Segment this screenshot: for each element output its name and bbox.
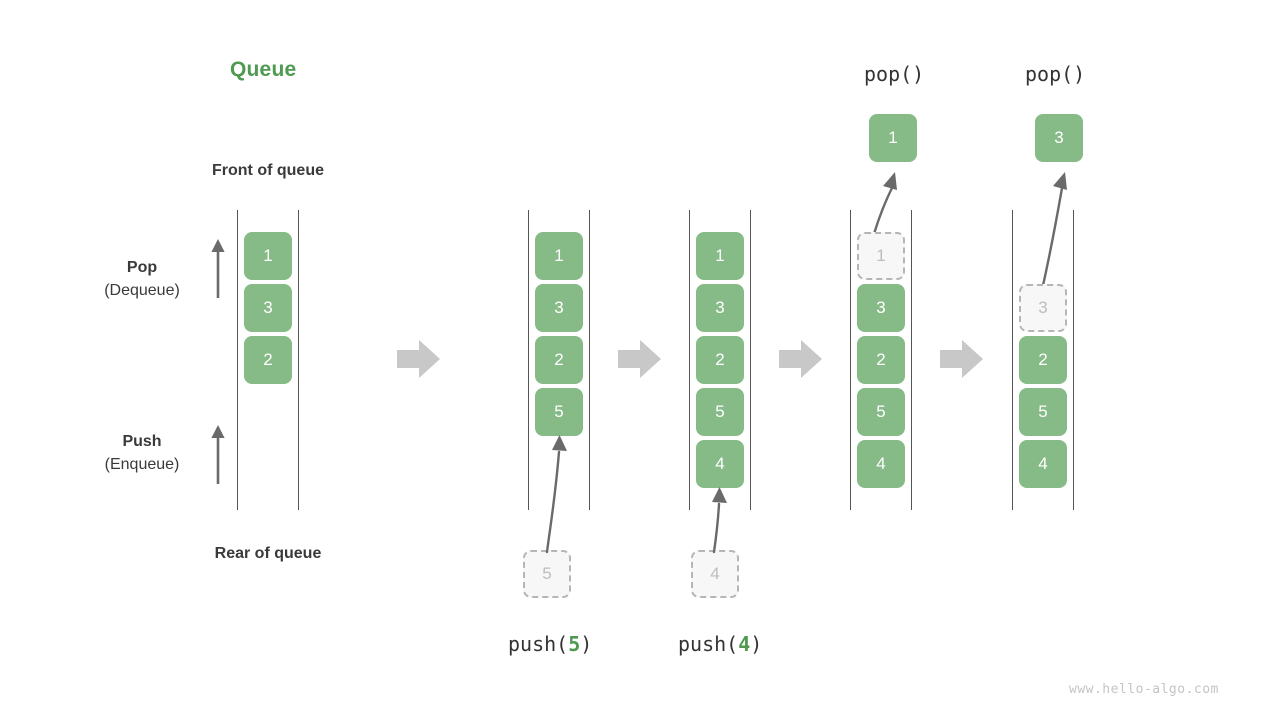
stage-pop-3-rail-left — [1012, 210, 1013, 510]
push-5-caption: push(5) — [508, 632, 592, 656]
stage-pop-1-cell-4: 4 — [857, 440, 905, 488]
stage-push-4-cell-3: 5 — [696, 388, 744, 436]
push-direction-arrow-icon — [211, 425, 225, 484]
stage-pop-1-cell-3: 5 — [857, 388, 905, 436]
push-5-caption-name: push — [508, 632, 557, 656]
stage-push-4-rail-left — [689, 210, 690, 510]
stage-push-4-cell-2: 2 — [696, 336, 744, 384]
front-of-queue-label: Front of queue — [212, 162, 324, 179]
push-label: Push (Enqueue) — [62, 430, 222, 476]
pop-direction-arrow-icon — [211, 239, 225, 298]
transition-arrow-icon-3 — [779, 340, 822, 378]
push-5-caption-close: ) — [580, 632, 593, 656]
transition-arrow-icon-2 — [618, 340, 661, 378]
pop-1-caption: pop() — [864, 62, 925, 86]
stage-push-5-cell-2: 2 — [535, 336, 583, 384]
stage-pop-3-cell-0: 3 — [1019, 284, 1067, 332]
stage-push-5-cell-0: 1 — [535, 232, 583, 280]
stage-push-5-rail-left — [528, 210, 529, 510]
push-4-motion-arrow-icon — [712, 487, 727, 554]
push-4-caption: push(4) — [678, 632, 762, 656]
stage-initial-rail-left — [237, 210, 238, 510]
stage-pop-1-cell-1: 3 — [857, 284, 905, 332]
transition-arrow-icon-4 — [940, 340, 983, 378]
stage-push-4-cell-0: 1 — [696, 232, 744, 280]
watermark: www.hello-algo.com — [1069, 682, 1219, 697]
stage-pop-3-cell-1: 2 — [1019, 336, 1067, 384]
stage-initial-cell-1: 3 — [244, 284, 292, 332]
push-4-caption-arg: 4 — [738, 632, 751, 656]
stage-initial-rail-right — [298, 210, 299, 510]
stage-push-4-incoming-ghost: 4 — [691, 550, 739, 598]
stage-push-4-cell-4: 4 — [696, 440, 744, 488]
stage-pop-1-cell-2: 2 — [857, 336, 905, 384]
stage-push-5-rail-right — [589, 210, 590, 510]
push-5-motion-arrow-icon — [545, 435, 567, 554]
transition-arrow-icon-1 — [397, 340, 440, 378]
rear-of-queue-label: Rear of queue — [214, 545, 322, 562]
stage-pop-1-rail-right — [911, 210, 912, 510]
stage-pop-1-popped-cell: 1 — [869, 114, 917, 162]
stage-initial-cell-2: 2 — [244, 336, 292, 384]
pop-2-caption: pop() — [1025, 62, 1086, 86]
stage-initial-cell-0: 1 — [244, 232, 292, 280]
push-4-caption-close: ) — [750, 632, 763, 656]
stage-push-5-cell-3: 5 — [535, 388, 583, 436]
stage-push-5-cell-1: 3 — [535, 284, 583, 332]
push-5-caption-open: ( — [556, 632, 569, 656]
pop-label-sub: (Dequeue) — [104, 282, 180, 300]
stage-push-4-rail-right — [750, 210, 751, 510]
stage-pop-1-rail-left — [850, 210, 851, 510]
push-label-sub: (Enqueue) — [104, 456, 180, 474]
stage-push-4-cell-1: 3 — [696, 284, 744, 332]
page-title: Queue — [230, 58, 297, 81]
stage-pop-3-popped-cell: 3 — [1035, 114, 1083, 162]
stage-pop-3-rail-right — [1073, 210, 1074, 510]
stage-push-5-incoming-ghost: 5 — [523, 550, 571, 598]
push-4-caption-name: push — [678, 632, 727, 656]
stage-pop-3-cell-2: 5 — [1019, 388, 1067, 436]
push-4-caption-open: ( — [726, 632, 739, 656]
stage-pop-1-cell-0: 1 — [857, 232, 905, 280]
pop-label-main: Pop — [126, 259, 158, 276]
push-5-caption-arg: 5 — [568, 632, 581, 656]
pop-label: Pop (Dequeue) — [62, 256, 222, 302]
stage-pop-3-cell-3: 4 — [1019, 440, 1067, 488]
push-label-main: Push — [122, 433, 162, 450]
